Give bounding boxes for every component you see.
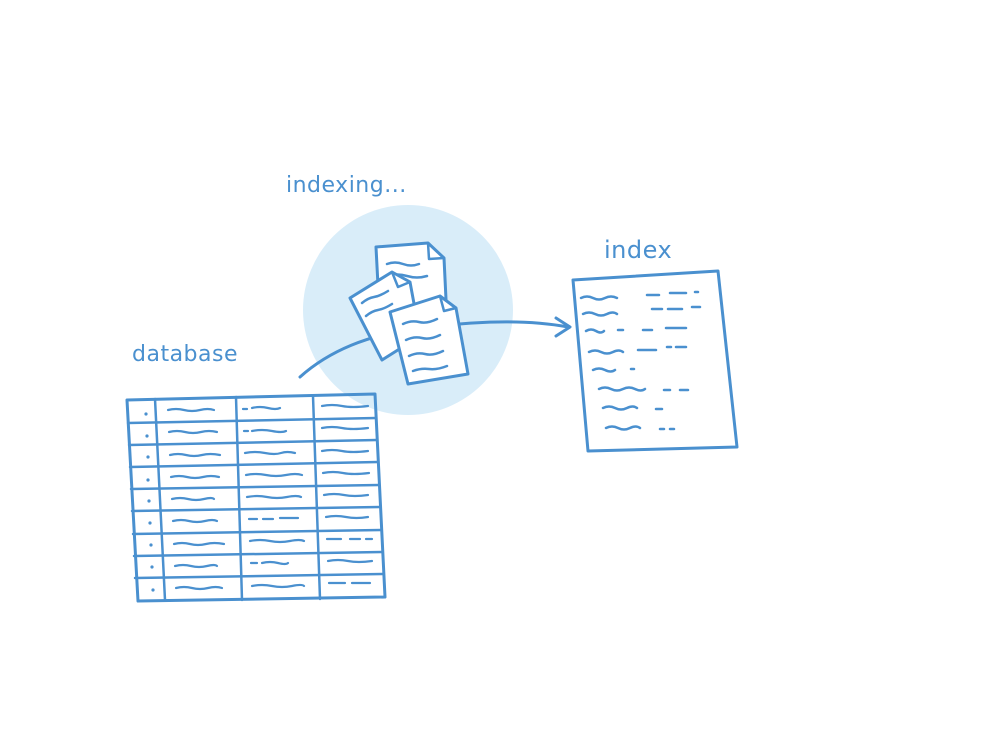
document-stack-icon (348, 241, 470, 386)
indexing-label: indexing... (286, 173, 407, 198)
index-page-icon (571, 269, 739, 453)
database-table-icon (125, 392, 387, 603)
database-label: database (132, 342, 238, 367)
document-front (388, 294, 470, 386)
index-label: index (604, 236, 673, 264)
